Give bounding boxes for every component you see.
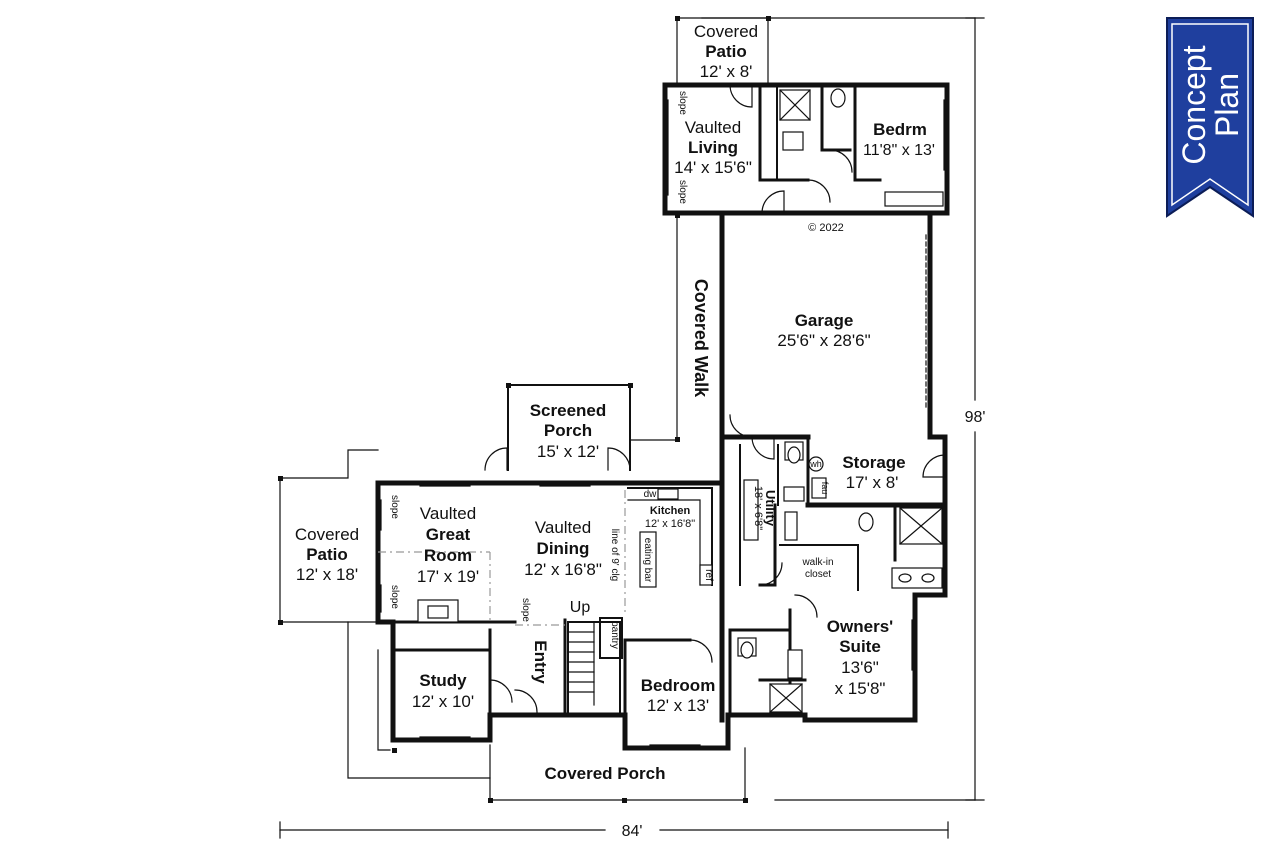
living-label: Vaulted — [685, 118, 741, 137]
wh-label: wh — [809, 459, 822, 469]
owners-suite-label: Suite — [839, 637, 881, 656]
great-room-size: 17' x 19' — [417, 567, 479, 586]
garage-size: 25'6" x 28'6" — [777, 331, 870, 350]
slope-label: slope — [520, 598, 531, 622]
badge-line1: Concept — [1176, 45, 1212, 164]
garage-label: Garage — [795, 311, 854, 330]
closet-label: closet — [805, 569, 831, 580]
owners-suite-size: 13'6" — [841, 658, 879, 677]
patio-top-label: Covered — [694, 22, 758, 41]
dw-label: dw — [644, 489, 658, 500]
storage-label: Storage — [842, 453, 905, 472]
patio-top-label: Patio — [705, 42, 747, 61]
up-label: Up — [570, 599, 591, 616]
utility-label: Utility — [763, 490, 778, 527]
eating-bar-label: eating bar — [642, 538, 653, 583]
owners-suite-label: Owners' — [827, 617, 893, 636]
depth-dimension: 98' — [965, 409, 986, 426]
windows — [380, 485, 913, 746]
slope-label: slope — [677, 180, 688, 204]
slope-label: slope — [389, 495, 400, 519]
covered-walk-label: Covered Walk — [691, 279, 711, 398]
storage-size: 17' x 8' — [846, 473, 899, 492]
bedroom-size: 12' x 13' — [647, 696, 709, 715]
guest-suite-walls — [662, 82, 950, 216]
study-size: 12' x 10' — [412, 692, 474, 711]
dining-label: Dining — [537, 539, 590, 558]
slope-label: slope — [677, 91, 688, 115]
pantry-label: pantry — [609, 621, 620, 649]
owners-suite-size: x 15'8" — [835, 679, 886, 698]
screened-porch-label: Porch — [544, 421, 592, 440]
great-room-label: Vaulted — [420, 504, 476, 523]
patio-top-size: 12' x 8' — [700, 62, 753, 81]
dimension-lines — [279, 17, 985, 839]
bedrm-size: 11'8" x 13' — [863, 142, 935, 159]
dining-size: 12' x 16'8" — [524, 560, 602, 579]
main-house-walls — [375, 447, 943, 751]
copyright-text: © 2022 — [808, 222, 844, 234]
great-room-label: Room — [424, 546, 472, 565]
utility-size: 18' x 6'8" — [752, 486, 764, 530]
covered-porch-label: Covered Porch — [545, 764, 666, 783]
study-label: Study — [419, 671, 467, 690]
fau-label: fau — [820, 482, 830, 495]
ref-label: ref — [703, 569, 714, 581]
great-room-label: Great — [426, 525, 471, 544]
patio-left-label: Covered — [295, 525, 359, 544]
porch-outlines — [279, 17, 769, 801]
bedrm-label: Bedrm — [873, 120, 927, 139]
patio-left-label: Patio — [306, 545, 348, 564]
concept-plan-badge: Concept Plan — [1166, 17, 1254, 218]
dining-label: Vaulted — [535, 518, 591, 537]
entry-label: Entry — [531, 640, 550, 684]
screened-porch-label: Screened — [530, 401, 607, 420]
walk-in-label: walk-in — [801, 557, 833, 568]
slope-label: slope — [389, 585, 400, 609]
patio-left-size: 12' x 18' — [296, 565, 358, 584]
width-dimension: 84' — [622, 823, 643, 840]
line-of-clg-label: line of 9' clg — [609, 529, 620, 582]
bedroom-label: Bedroom — [641, 676, 716, 695]
badge-line2: Plan — [1209, 73, 1245, 137]
screened-porch-size: 15' x 12' — [537, 442, 599, 461]
garage-walls — [719, 210, 948, 723]
kitchen-size: 12' x 16'8" — [645, 518, 695, 530]
living-size: 14' x 15'6" — [674, 158, 752, 177]
dining-dash-lines — [378, 490, 626, 626]
living-label: Living — [688, 138, 738, 157]
kitchen-label: Kitchen — [650, 505, 691, 517]
